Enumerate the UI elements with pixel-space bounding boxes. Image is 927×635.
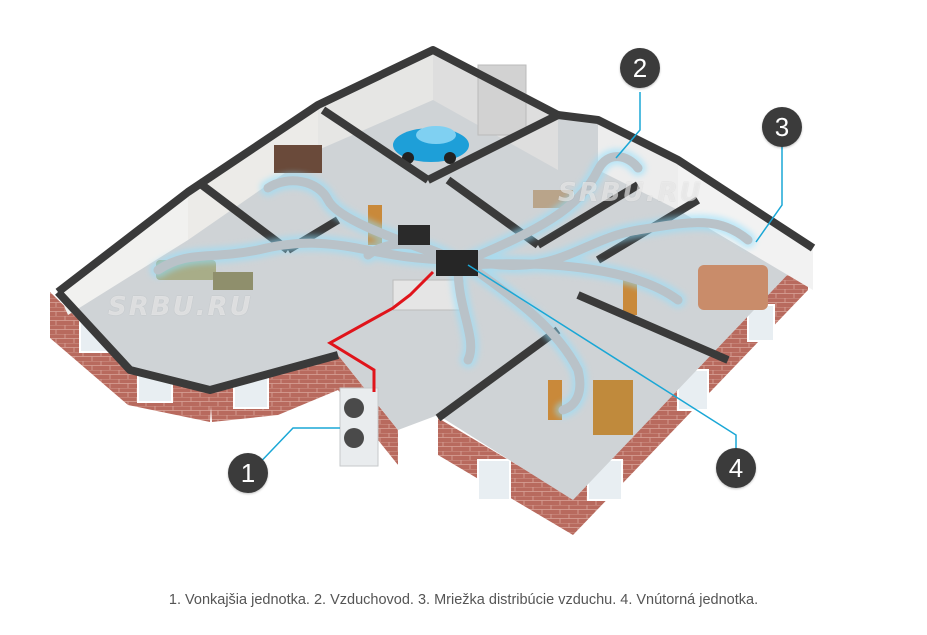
outdoor-unit — [339, 387, 379, 467]
refrigerant-line — [327, 270, 435, 392]
marker-3-air-grille: 3 — [762, 107, 802, 147]
car — [393, 126, 469, 164]
marker-1-outdoor-unit: 1 — [228, 453, 268, 493]
watermark: SRBU.RU — [108, 292, 253, 322]
indoor-unit — [398, 225, 478, 276]
hvac-house-illustration: SRBU.RU SRBU.RU 1 2 3 4 — [38, 10, 838, 582]
watermark: SRBU.RU — [558, 178, 703, 208]
figure-caption: 1. Vonkajšia jednotka. 2. Vzduchovod. 3.… — [168, 592, 759, 608]
house-cutaway-drawing — [50, 46, 816, 535]
marker-2-air-duct: 2 — [620, 48, 660, 88]
marker-4-indoor-unit: 4 — [716, 448, 756, 488]
